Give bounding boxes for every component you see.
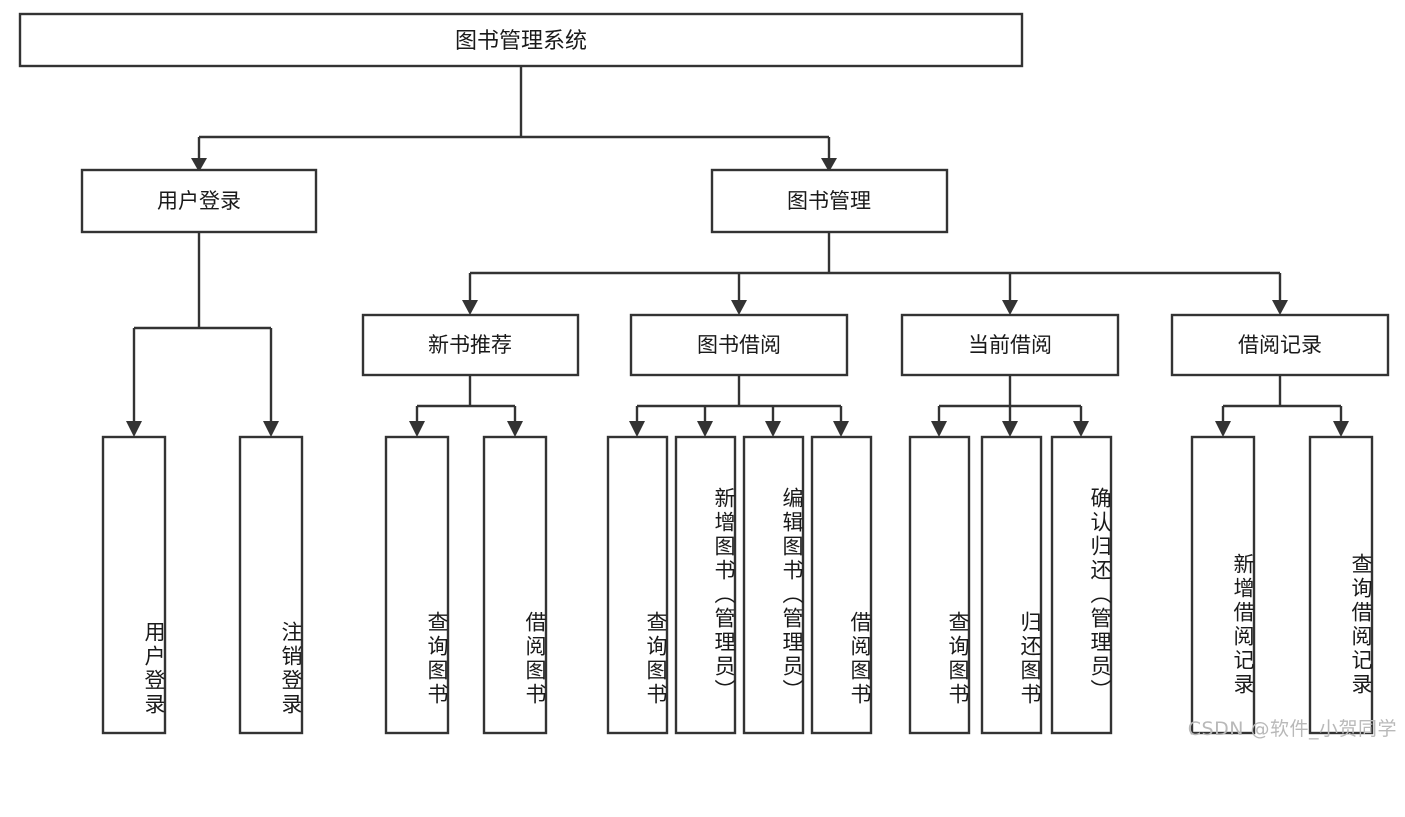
arrow-to-leaf-add-record bbox=[1215, 421, 1231, 437]
node-user-login[interactable]: 用户登录 bbox=[80, 168, 318, 234]
arrow-to-user-login bbox=[191, 158, 207, 172]
leaf-box-confirm-return[interactable] bbox=[1050, 435, 1113, 735]
edge-borrow-record-trunk bbox=[1221, 375, 1343, 425]
leaf-layer bbox=[101, 435, 1374, 735]
arrow-to-book-manage bbox=[821, 158, 837, 172]
book-manage-box[interactable] bbox=[710, 168, 949, 234]
arrow-to-leaf-logout bbox=[263, 421, 279, 437]
edge-book-borrow-trunk bbox=[635, 375, 843, 425]
node-current-borrow[interactable]: 当前借阅 bbox=[900, 313, 1120, 377]
node-book-borrow[interactable]: 图书借阅 bbox=[629, 313, 849, 377]
book-borrow-label: 图书借阅 bbox=[697, 333, 781, 357]
arrow-to-borrow-record bbox=[1272, 300, 1288, 315]
arrow-to-leaf-query-book-1 bbox=[409, 421, 425, 437]
leaf-box-add-record[interactable] bbox=[1190, 435, 1256, 735]
leaf-box-logout[interactable] bbox=[238, 435, 304, 735]
root-box[interactable] bbox=[18, 12, 1024, 68]
leaf-box-query-record[interactable] bbox=[1308, 435, 1374, 735]
arrow-to-leaf-borrow-book-1 bbox=[507, 421, 523, 437]
arrow-to-leaf-borrow-book-2 bbox=[833, 421, 849, 437]
edge-book-manage-trunk bbox=[468, 232, 1282, 303]
leaf-box-borrow-book-1[interactable] bbox=[482, 435, 548, 735]
edge-user-login-trunk bbox=[132, 232, 273, 425]
leaf-box-query-book-2[interactable] bbox=[606, 435, 669, 735]
current-borrow-label: 当前借阅 bbox=[968, 333, 1052, 357]
book-borrow-box[interactable] bbox=[629, 313, 849, 377]
current-borrow-box[interactable] bbox=[900, 313, 1120, 377]
functional-structure-diagram: 图书管理系统 用户登录 图书管理 新书推荐 图书借阅 当前借阅 借阅记录 bbox=[18, 12, 1390, 735]
node-new-book-rec[interactable]: 新书推荐 bbox=[361, 313, 580, 377]
arrow-to-leaf-user-login bbox=[126, 421, 142, 437]
edge-current-borrow-trunk bbox=[937, 375, 1083, 425]
leaf-box-user-login[interactable] bbox=[101, 435, 167, 735]
arrow-to-current-borrow bbox=[1002, 300, 1018, 315]
leaf-box-return-book[interactable] bbox=[980, 435, 1043, 735]
borrow-record-label: 借阅记录 bbox=[1238, 333, 1322, 357]
arrow-to-leaf-query-record bbox=[1333, 421, 1349, 437]
flowchart-canvas: 图书管理系统 用户登录 图书管理 新书推荐 图书借阅 当前借阅 借阅记录 bbox=[18, 12, 1397, 740]
csdn-watermark: CSDN @软件_小贺同学 bbox=[1187, 718, 1397, 740]
edge-layer bbox=[126, 66, 1349, 437]
borrow-record-box[interactable] bbox=[1170, 313, 1390, 377]
new-book-rec-box[interactable] bbox=[361, 313, 580, 377]
node-borrow-record[interactable]: 借阅记录 bbox=[1170, 313, 1390, 377]
root-label: 图书管理系统 bbox=[455, 29, 587, 54]
leaf-box-edit-book[interactable] bbox=[742, 435, 805, 735]
node-root[interactable]: 图书管理系统 bbox=[18, 12, 1024, 68]
node-book-manage[interactable]: 图书管理 bbox=[710, 168, 949, 234]
arrow-to-leaf-confirm-return bbox=[1073, 421, 1089, 437]
arrow-to-new-book-rec bbox=[462, 300, 478, 315]
arrow-to-leaf-query-book-2 bbox=[629, 421, 645, 437]
arrow-to-leaf-add-book bbox=[697, 421, 713, 437]
leaf-box-query-book-1[interactable] bbox=[384, 435, 450, 735]
arrow-to-leaf-query-book-3 bbox=[931, 421, 947, 437]
new-book-rec-label: 新书推荐 bbox=[428, 333, 512, 357]
leaf-box-borrow-book-2[interactable] bbox=[810, 435, 873, 735]
edge-root-trunk bbox=[197, 66, 831, 160]
book-manage-label: 图书管理 bbox=[787, 189, 871, 213]
leaf-box-add-book[interactable] bbox=[674, 435, 737, 735]
edge-new-book-rec-trunk bbox=[415, 375, 517, 425]
arrow-to-book-borrow bbox=[731, 300, 747, 315]
leaf-box-query-book-3[interactable] bbox=[908, 435, 971, 735]
user-login-box[interactable] bbox=[80, 168, 318, 234]
user-login-label: 用户登录 bbox=[157, 189, 241, 213]
arrow-to-leaf-return-book bbox=[1002, 421, 1018, 437]
arrow-to-leaf-edit-book bbox=[765, 421, 781, 437]
